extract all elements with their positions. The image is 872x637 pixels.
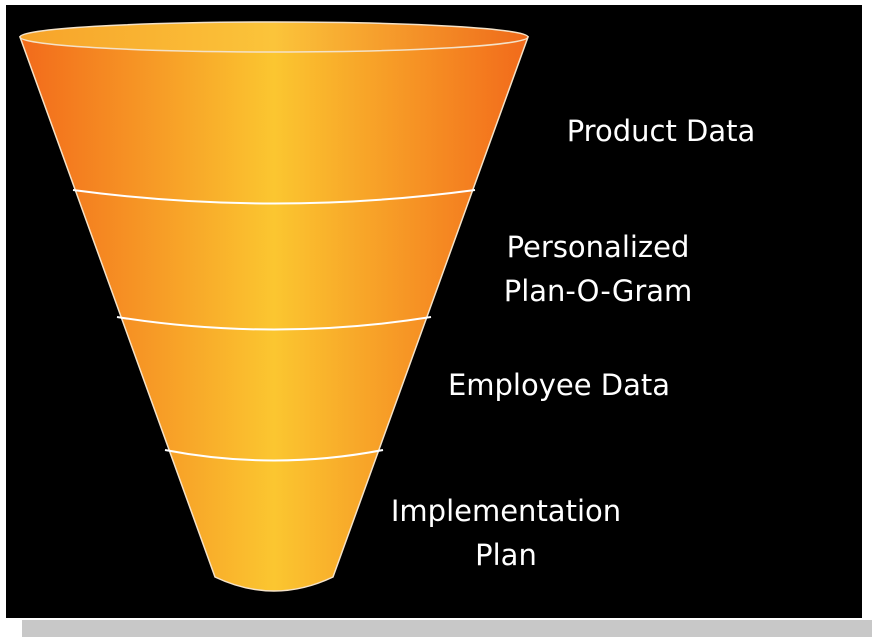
slide-shadow xyxy=(22,620,872,637)
stage-label-employee-data: Employee Data xyxy=(429,363,689,407)
stage-label-line: Personalized xyxy=(506,230,690,264)
stage-label-implementation-plan: Implementation Plan xyxy=(376,489,636,577)
funnel-body xyxy=(18,36,530,592)
stage-label-product-data: Product Data xyxy=(531,109,791,153)
stage-label-personalized-plan-o-gram: Personalized Plan-O-Gram xyxy=(468,225,728,313)
stage-label-line: Implementation xyxy=(390,494,622,528)
funnel-slide: Product Data Personalized Plan-O-Gram Em… xyxy=(6,5,862,618)
stage-label-line: Plan-O-Gram xyxy=(503,274,693,308)
stage-label-line: Product Data xyxy=(566,114,756,148)
divider-line-0 xyxy=(72,189,476,205)
divider-line-1 xyxy=(116,316,432,331)
funnel-top-opening xyxy=(19,21,529,53)
stage-label-line: Employee Data xyxy=(447,368,671,402)
funnel-diagram xyxy=(18,21,530,592)
divider-line-2 xyxy=(164,449,384,462)
stage-label-line: Plan xyxy=(475,538,537,572)
